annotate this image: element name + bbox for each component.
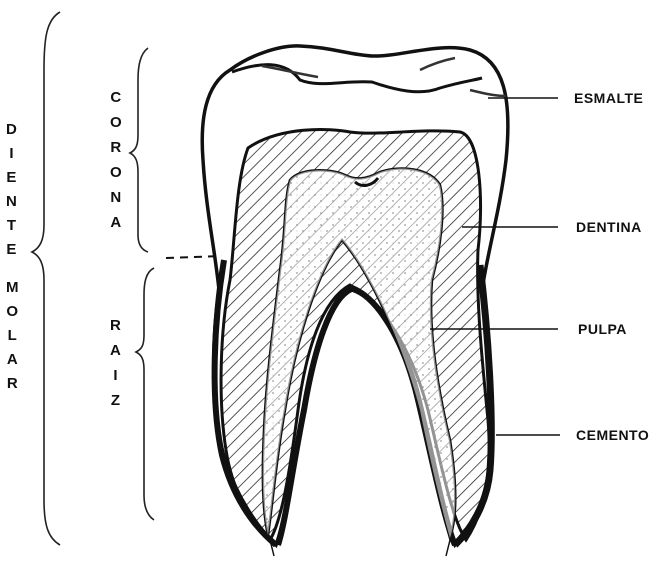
raiz-brace (136, 268, 154, 520)
label-letter: Z (111, 393, 120, 408)
root-tip-right (446, 540, 450, 556)
label-letter: R (7, 376, 18, 391)
label-letter: O (6, 304, 18, 319)
corona-brace (130, 48, 148, 252)
label-letter: C (110, 90, 121, 105)
label-letter: I (9, 146, 13, 161)
label-letter: E (6, 242, 16, 257)
label-letter: A (7, 352, 18, 367)
label-pulpa: PULPA (578, 321, 627, 337)
label-letter: N (110, 190, 121, 205)
label-esmalte: ESMALTE (574, 90, 643, 106)
diente-molar-brace (32, 12, 60, 545)
label-letter: L (8, 328, 17, 343)
label-letter: M (6, 280, 19, 295)
label-letter: O (110, 115, 122, 130)
label-letter: T (7, 218, 16, 233)
label-letter: O (110, 165, 122, 180)
label-letter: E (6, 170, 16, 185)
label-letter: A (110, 343, 121, 358)
label-letter: I (113, 368, 117, 383)
label-letter: R (110, 140, 121, 155)
label-cemento: CEMENTO (576, 427, 649, 443)
label-letter: N (6, 194, 17, 209)
label-letter: R (110, 318, 121, 333)
label-dentina: DENTINA (576, 219, 642, 235)
label-letter: D (6, 122, 17, 137)
label-letter: A (110, 215, 121, 230)
